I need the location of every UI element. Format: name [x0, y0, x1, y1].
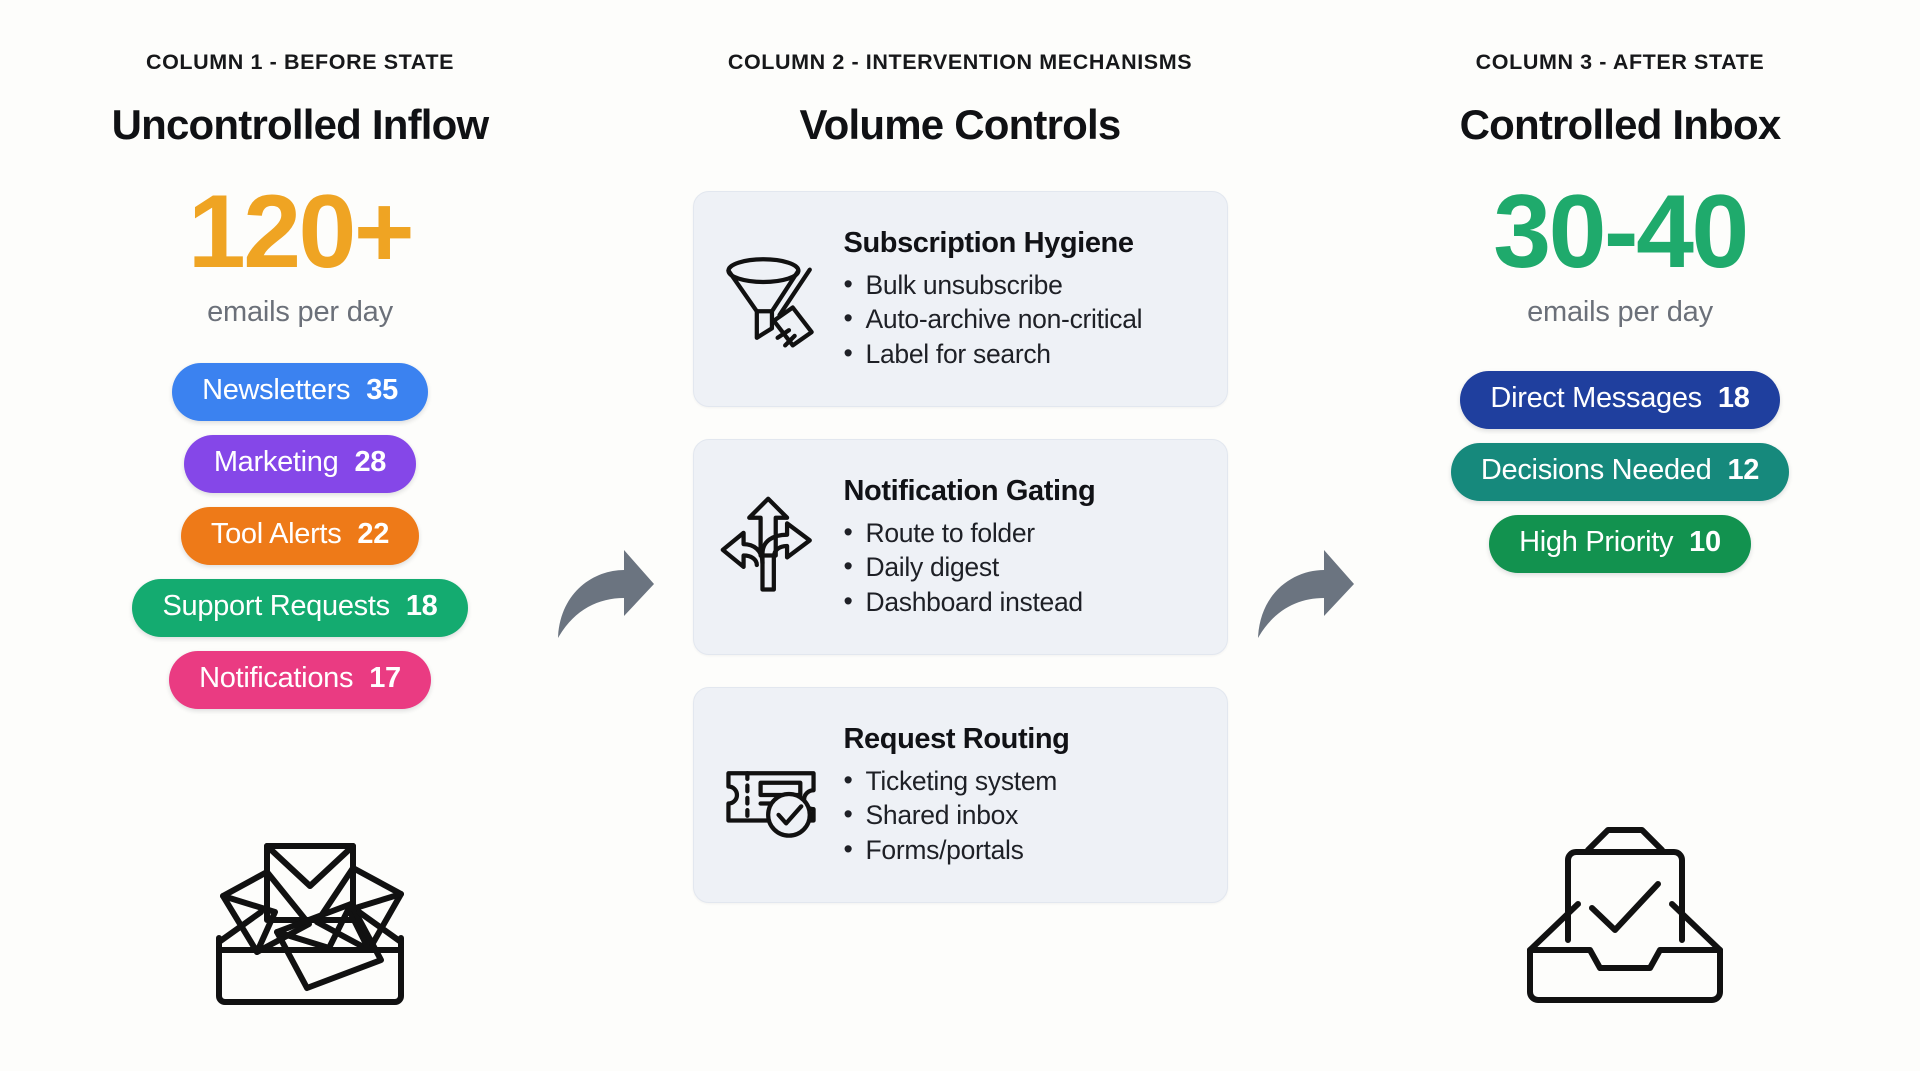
pill-count: 35	[366, 373, 398, 406]
column-1-title: Uncontrolled Inflow	[111, 101, 490, 148]
pill-count: 10	[1689, 525, 1721, 558]
card-title: Request Routing	[843, 722, 1070, 755]
list-item: Ticketing system	[844, 763, 1201, 798]
card-bullet-list: Route to folder Daily digest Dashboard i…	[844, 515, 1201, 619]
after-stat-sublabel: emails per day	[1527, 295, 1713, 328]
card-title: Notification Gating	[843, 474, 1096, 507]
before-stat-number: 120+	[187, 174, 415, 290]
column-2-title: Volume Controls	[799, 101, 1122, 148]
list-item[interactable]: Direct Messages 18	[1460, 370, 1780, 429]
column-before-state: COLUMN 1 - BEFORE STATE Uncontrolled Inf…	[40, 0, 560, 1071]
pill-count: 17	[369, 661, 401, 694]
list-item: Auto-archive non-critical	[844, 301, 1201, 336]
before-stat: 120+ emails per day	[187, 174, 415, 329]
list-item: Route to folder	[844, 515, 1201, 550]
pill-label: High Priority	[1519, 525, 1674, 558]
column-3-eyebrow: COLUMN 3 - AFTER STATE	[1475, 50, 1765, 74]
before-stat-sublabel: emails per day	[207, 295, 393, 328]
mechanism-card-request-routing[interactable]: Request Routing Ticketing system Shared …	[692, 687, 1228, 903]
ticket-check-icon	[716, 740, 826, 850]
column-1-eyebrow: COLUMN 1 - BEFORE STATE	[145, 50, 455, 74]
curved-arrow-right-icon	[1250, 540, 1360, 650]
list-item[interactable]: Marketing 28	[183, 434, 417, 493]
column-after-state: COLUMN 3 - AFTER STATE Controlled Inbox …	[1360, 0, 1880, 1071]
mechanism-card-notification-gating[interactable]: Notification Gating Route to folder Dail…	[692, 439, 1228, 655]
pill-count: 12	[1727, 453, 1760, 486]
pill-label: Direct Messages	[1490, 381, 1702, 414]
card-title: Subscription Hygiene	[843, 226, 1135, 259]
after-pill-list: Direct Messages 18 Decisions Needed 12 H…	[1450, 370, 1790, 573]
list-item[interactable]: Decisions Needed 12	[1450, 442, 1790, 501]
after-stat-number: 30-40	[1493, 174, 1749, 290]
list-item: Daily digest	[844, 549, 1201, 584]
pill-label: Notifications	[199, 661, 354, 694]
list-item: Dashboard instead	[844, 584, 1201, 619]
column-2-eyebrow: COLUMN 2 - INTERVENTION MECHANISMS	[727, 50, 1193, 74]
pill-label: Decisions Needed	[1480, 453, 1712, 486]
messy-envelope-pile-icon	[205, 820, 415, 1010]
before-pill-list: Newsletters 35 Marketing 28 Tool Alerts …	[132, 362, 468, 709]
mechanism-card-subscription-hygiene[interactable]: Subscription Hygiene Bulk unsubscribe Au…	[692, 191, 1228, 407]
list-item[interactable]: High Priority 10	[1489, 514, 1751, 573]
pill-count: 18	[405, 589, 438, 622]
funnel-broom-icon	[716, 244, 826, 354]
three-way-arrow-fork-icon	[716, 492, 826, 602]
card-bullet-list: Ticketing system Shared inbox Forms/port…	[844, 763, 1201, 867]
column-3-title: Controlled Inbox	[1459, 101, 1782, 148]
list-item[interactable]: Tool Alerts 22	[180, 506, 420, 565]
pill-label: Tool Alerts	[210, 517, 342, 550]
list-item[interactable]: Support Requests 18	[132, 578, 468, 637]
inbox-check-icon	[1520, 820, 1730, 1010]
list-item: Forms/portals	[844, 832, 1201, 867]
curved-arrow-right-icon	[550, 540, 660, 650]
pill-label: Marketing	[213, 445, 339, 478]
pill-count: 28	[354, 445, 387, 478]
card-bullet-list: Bulk unsubscribe Auto-archive non-critic…	[844, 267, 1201, 371]
after-stat: 30-40 emails per day	[1493, 174, 1749, 329]
list-item: Shared inbox	[844, 797, 1201, 832]
list-item[interactable]: Notifications 17	[169, 650, 431, 709]
pill-count: 22	[357, 517, 390, 550]
list-item[interactable]: Newsletters 35	[172, 362, 428, 421]
pill-label: Support Requests	[162, 589, 390, 622]
pill-label: Newsletters	[202, 373, 351, 406]
list-item: Label for search	[844, 336, 1201, 371]
pill-count: 18	[1717, 381, 1750, 414]
column-intervention-mechanisms: COLUMN 2 - INTERVENTION MECHANISMS Volum…	[600, 0, 1320, 1071]
list-item: Bulk unsubscribe	[844, 267, 1201, 302]
mechanism-card-list: Subscription Hygiene Bulk unsubscribe Au…	[692, 191, 1228, 903]
